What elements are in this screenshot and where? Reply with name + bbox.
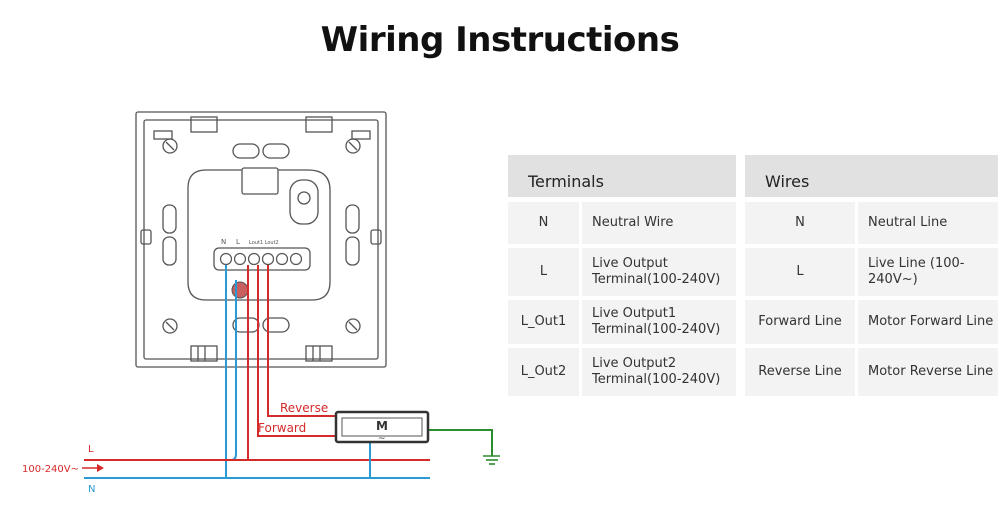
table-row-wire: L [745, 248, 855, 296]
table-row-wire: Reverse Line [745, 348, 855, 396]
page-title: Wiring Instructions [320, 20, 680, 60]
table-row-wire-desc: Motor Reverse Line [858, 348, 998, 396]
table-row-terminal: L_Out2 [508, 348, 579, 396]
wires [84, 265, 493, 479]
terminal-block [219, 252, 303, 266]
motor-tilde: ~ [378, 434, 386, 444]
live-line-label: L [88, 444, 94, 455]
reverse-label: Reverse [280, 401, 328, 415]
table-row-terminal: N [508, 202, 579, 244]
table-row-wire-desc: Motor Forward Line [858, 300, 998, 344]
neutral-line-label: N [88, 484, 95, 495]
table-row-wire: Forward Line [745, 300, 855, 344]
wires-header: Wires [745, 155, 998, 197]
terminals-header: Terminals [508, 155, 736, 197]
terminal-n-label: N [221, 238, 226, 246]
table-row-terminal-desc: Neutral Wire [582, 202, 736, 244]
motor-label: M [376, 419, 388, 433]
table-row-terminal-desc: Live Output2 Terminal(100-240V) [582, 348, 736, 396]
reset-knob [231, 281, 249, 299]
table-row-wire: N [745, 202, 855, 244]
arrow-icon [82, 464, 104, 472]
terminal-out-label: Lout1 Lout2 [249, 240, 279, 246]
table-row-terminal-desc: Live Output1 Terminal(100-240V) [582, 300, 736, 344]
table-row-wire-desc: Neutral Line [858, 202, 998, 244]
ground-symbol [483, 455, 500, 465]
terminal-l-label: L [236, 238, 240, 246]
table-row-terminal: L [508, 248, 579, 296]
switch-plate [135, 111, 387, 368]
wiring-diagram: N L Lout1 Lout2 M ~ Reverse Forward L N … [22, 111, 500, 495]
forward-label: Forward [258, 421, 306, 435]
table-row-terminal-desc: Live Output Terminal(100-240V) [582, 248, 736, 296]
voltage-label: 100-240V~ [22, 464, 79, 475]
motor [334, 410, 430, 444]
table-row-wire-desc: Live Line (100-240V~) [858, 248, 998, 296]
table-row-terminal: L_Out1 [508, 300, 579, 344]
